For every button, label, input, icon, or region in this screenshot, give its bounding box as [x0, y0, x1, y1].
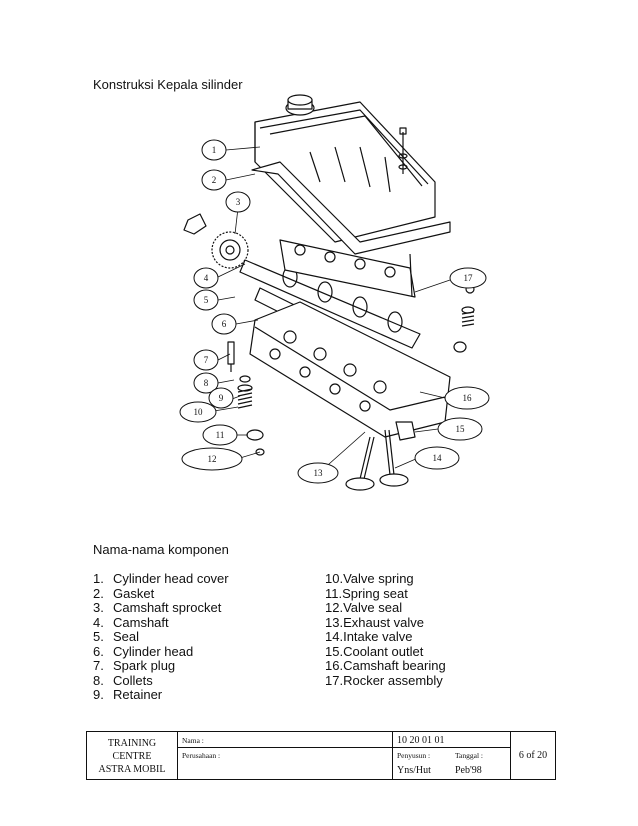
- component-list-right: 10.Valve spring 11.Spring seat 12.Valve …: [325, 571, 446, 688]
- callout-4: 4: [193, 267, 219, 289]
- footer-table: TRAINING CENTRE ASTRA MOBIL Nama : Perus…: [86, 731, 556, 780]
- rocker-assembly-drawing: [279, 239, 416, 298]
- callout-2: 2: [201, 169, 227, 191]
- callout-8: 8: [193, 372, 219, 394]
- svg-text:4: 4: [204, 273, 209, 283]
- callout-10: 10: [179, 401, 217, 423]
- list-item: 3.Camshaft sprocket: [93, 600, 222, 615]
- list-item: 8.Collets: [93, 672, 153, 688]
- list-item: 16.Camshaft bearing: [325, 658, 446, 673]
- valve-spring-drawing: [237, 375, 265, 456]
- svg-text:9: 9: [219, 393, 224, 403]
- svg-text:8: 8: [204, 378, 209, 388]
- nama-label: Nama :: [182, 736, 204, 745]
- camshaft-sprocket-drawing: [183, 213, 249, 269]
- list-item: 1.Cylinder head cover: [93, 571, 229, 586]
- list-item: 9.Retainer: [93, 687, 163, 702]
- callout-7: 7: [193, 349, 219, 371]
- page-number: 6 of 20: [518, 750, 548, 761]
- gasket-drawing: [251, 161, 451, 255]
- document-code: 10 20 01 01: [397, 735, 445, 746]
- list-item: 2.Gasket: [93, 585, 155, 601]
- list-item: 7.Spark plug: [93, 658, 176, 673]
- penyusun-label: Penyusun :: [397, 751, 431, 760]
- callout-17: 17: [449, 267, 487, 289]
- spark-plug-drawing: [227, 341, 235, 372]
- callout-16: 16: [444, 386, 490, 410]
- coolant-outlet-drawing: [395, 421, 416, 441]
- org-line-2: CENTRE: [112, 751, 152, 762]
- callout-13: 13: [297, 462, 339, 484]
- callout-9: 9: [208, 387, 234, 409]
- component-list-left: 1.Cylinder head cover 2.Gasket 3.Camshaf…: [93, 571, 229, 703]
- callout-6: 6: [211, 313, 237, 335]
- svg-text:14: 14: [433, 453, 443, 463]
- cylinder-head-cover-drawing: [254, 94, 436, 243]
- svg-text:15: 15: [456, 424, 466, 434]
- svg-text:13: 13: [314, 468, 324, 478]
- exhaust-valve-drawing: [345, 436, 375, 491]
- callout-5: 5: [193, 289, 219, 311]
- svg-text:11: 11: [216, 430, 225, 440]
- intake-valve-drawing: [379, 429, 409, 487]
- callout-15: 15: [437, 417, 483, 441]
- list-item: 13.Exhaust valve: [325, 614, 425, 630]
- org-line-1: TRAINING: [107, 738, 157, 749]
- callout-14: 14: [414, 446, 460, 470]
- rocker-spring-drawing: [453, 284, 475, 353]
- list-item: 11.Spring seat: [325, 585, 408, 601]
- cylinder-head-drawing: [249, 301, 451, 438]
- svg-text:10: 10: [194, 407, 204, 417]
- perusahaan-label: Perusahaan :: [182, 751, 221, 760]
- svg-text:3: 3: [236, 197, 241, 207]
- penyusun-value: Yns/Hut: [397, 765, 431, 776]
- callout-12: 12: [181, 447, 243, 471]
- list-item: 17.Rocker assembly: [325, 672, 443, 688]
- list-item: 4.Camshaft: [93, 614, 169, 630]
- list-item: 6.Cylinder head: [93, 643, 194, 659]
- section-title: Konstruksi Kepala silinder: [93, 77, 243, 92]
- svg-text:5: 5: [204, 295, 209, 305]
- svg-text:17: 17: [464, 273, 474, 283]
- tanggal-value: Peb'98: [455, 765, 482, 776]
- footer-org-cell: TRAINING CENTRE ASTRA MOBIL: [87, 732, 178, 779]
- svg-text:6: 6: [222, 319, 227, 329]
- callout-11: 11: [202, 424, 238, 446]
- svg-text:7: 7: [204, 355, 209, 365]
- callout-1: 1: [201, 139, 227, 161]
- footer-code-cell: 10 20 01 01 Penyusun : Tanggal : Yns/Hut…: [393, 732, 511, 779]
- footer-name-cell: Nama : Perusahaan :: [178, 732, 393, 779]
- tanggal-label: Tanggal :: [455, 751, 484, 760]
- org-line-3: ASTRA MOBIL: [98, 764, 166, 775]
- svg-text:2: 2: [212, 175, 217, 185]
- svg-text:16: 16: [463, 393, 473, 403]
- components-title: Nama-nama komponen: [93, 542, 229, 557]
- list-item: 5.Seal: [93, 629, 140, 644]
- list-item: 15.Coolant outlet: [325, 643, 424, 659]
- cylinder-head-exploded-diagram: 1 2 3 4 5 6 7 8 9 10 11 12 13 14 15 16 1…: [179, 94, 490, 491]
- svg-text:1: 1: [212, 145, 217, 155]
- svg-text:12: 12: [208, 454, 217, 464]
- list-item: 12.Valve seal: [325, 600, 403, 615]
- list-item: 14.Intake valve: [325, 629, 413, 644]
- callout-3: 3: [225, 191, 251, 213]
- list-item: 10.Valve spring: [325, 571, 414, 586]
